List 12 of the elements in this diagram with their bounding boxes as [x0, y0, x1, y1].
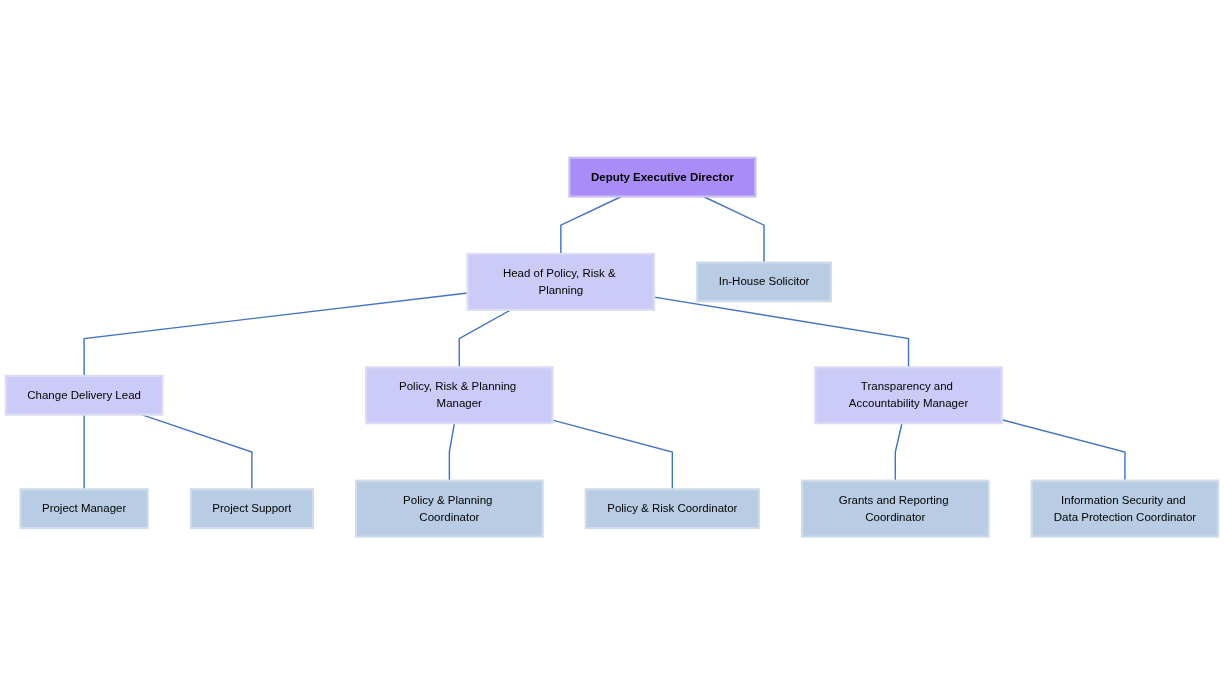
node-box: Policy & Risk Coordinator — [584, 488, 761, 530]
node-box: Policy & Planning Coordinator — [355, 479, 544, 539]
node-box: Transparency and Accountability Manager — [814, 366, 1003, 425]
node-box: Head of Policy, Risk & Planning — [466, 253, 656, 312]
node-box: Project Manager — [19, 488, 149, 530]
node-box: Policy, Risk & Planning Manager — [364, 366, 554, 425]
node-box: Grants and Reporting Coordinator — [800, 479, 990, 539]
node-box: Change Delivery Lead — [4, 375, 164, 417]
node-box: Project Support — [189, 488, 315, 530]
node-box: Deputy Executive Director — [568, 156, 757, 198]
node-box: In-House Solicitor — [696, 261, 832, 303]
node-box: Information Security and Data Protection Coordinator — [1030, 479, 1220, 539]
